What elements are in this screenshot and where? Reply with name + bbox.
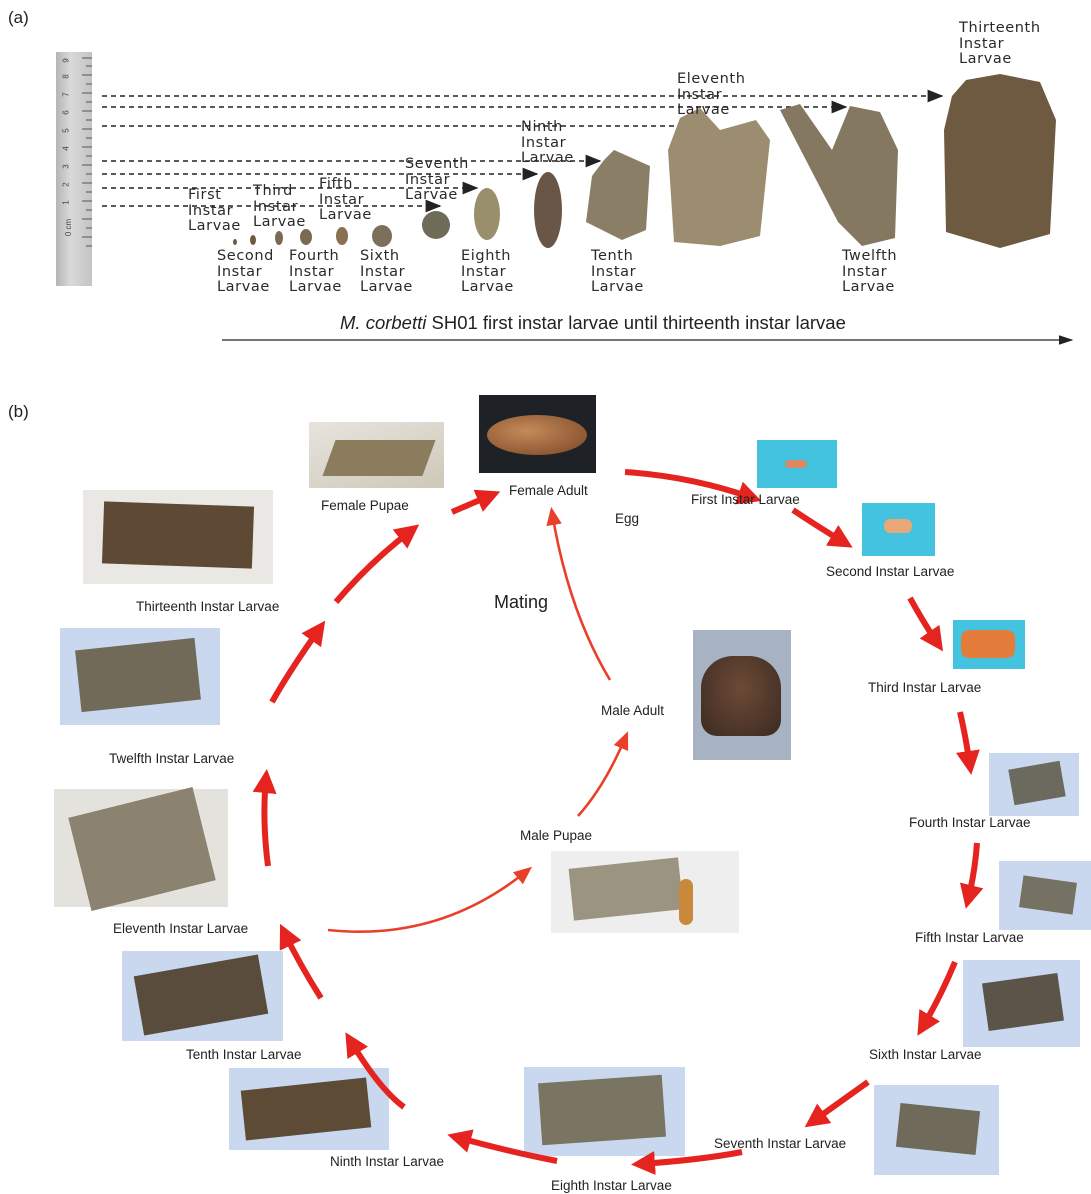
label-female-adult: Female Adult — [509, 483, 588, 498]
label-eighth-instar: Eighth Instar Larvae — [551, 1178, 672, 1193]
arrow-fifth-to-sixth — [922, 962, 955, 1028]
label-male-pupae: Male Pupae — [520, 828, 592, 843]
label-fifth-instar: Fifth Instar Larvae — [915, 930, 1024, 945]
arrow-eleventh-to-twelfth — [264, 778, 268, 866]
label-thirteenth-instar: Thirteenth Instar Larvae — [136, 599, 279, 614]
label-twelfth-instar: Twelfth Instar Larvae — [109, 751, 234, 766]
label-tenth-instar: Tenth Instar Larvae — [186, 1047, 302, 1062]
arrow-female-pupae-to-adult — [452, 495, 492, 512]
label-eleventh-instar: Eleventh Instar Larvae — [113, 921, 248, 936]
arrow-sixth-to-seventh — [812, 1082, 868, 1122]
label-male-adult: Male Adult — [601, 703, 664, 718]
arrow-eighth-to-ninth — [456, 1137, 557, 1161]
arrow-second-to-third — [910, 598, 938, 644]
arrow-seventh-to-eighth — [640, 1152, 742, 1164]
arrow-male-pupae-to-male-adult — [578, 736, 626, 816]
label-second-instar: Second Instar Larvae — [826, 564, 954, 579]
label-first-instar: First Instar Larvae — [691, 492, 800, 507]
label-fourth-instar: Fourth Instar Larvae — [909, 815, 1031, 830]
arrow-twelfth-to-thirteenth — [272, 628, 320, 702]
arrow-male-adult-to-female-adult — [552, 512, 610, 680]
label-mating: Mating — [494, 592, 548, 613]
arrow-tenth-to-eleventh — [284, 932, 321, 998]
label-egg: Egg — [615, 511, 639, 526]
label-seventh-instar: Seventh Instar Larvae — [714, 1136, 846, 1151]
arrow-ninth-to-tenth — [350, 1040, 404, 1107]
arrow-thirteenth-to-female-pupae — [336, 530, 412, 602]
label-female-pupae: Female Pupae — [321, 498, 409, 513]
arrow-third-to-fourth — [960, 712, 970, 766]
arrow-first-to-second — [793, 510, 845, 543]
label-sixth-instar: Sixth Instar Larvae — [869, 1047, 982, 1062]
arrow-eleventh-to-male-pupae — [328, 870, 528, 932]
label-third-instar: Third Instar Larvae — [868, 680, 981, 695]
arrow-fourth-to-fifth — [968, 843, 977, 900]
label-ninth-instar: Ninth Instar Larvae — [330, 1154, 444, 1169]
